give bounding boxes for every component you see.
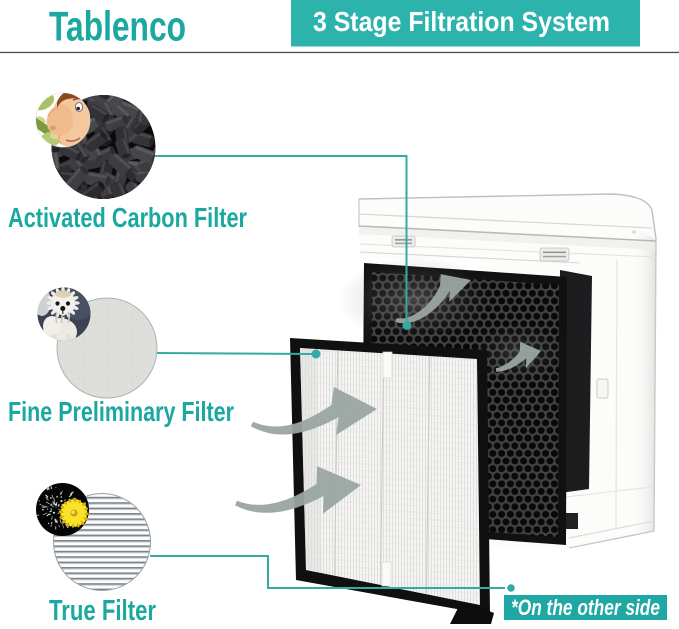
svg-text:Tablenco: Tablenco [49,3,186,50]
svg-text:*On the other side: *On the other side [511,595,660,620]
svg-text:True Filter: True Filter [49,595,156,624]
svg-text:Activated Carbon Filter: Activated Carbon Filter [8,202,247,233]
svg-text:Fine Preliminary Filter: Fine Preliminary Filter [8,396,234,427]
svg-text:3 Stage Filtration System: 3 Stage Filtration System [313,6,610,37]
